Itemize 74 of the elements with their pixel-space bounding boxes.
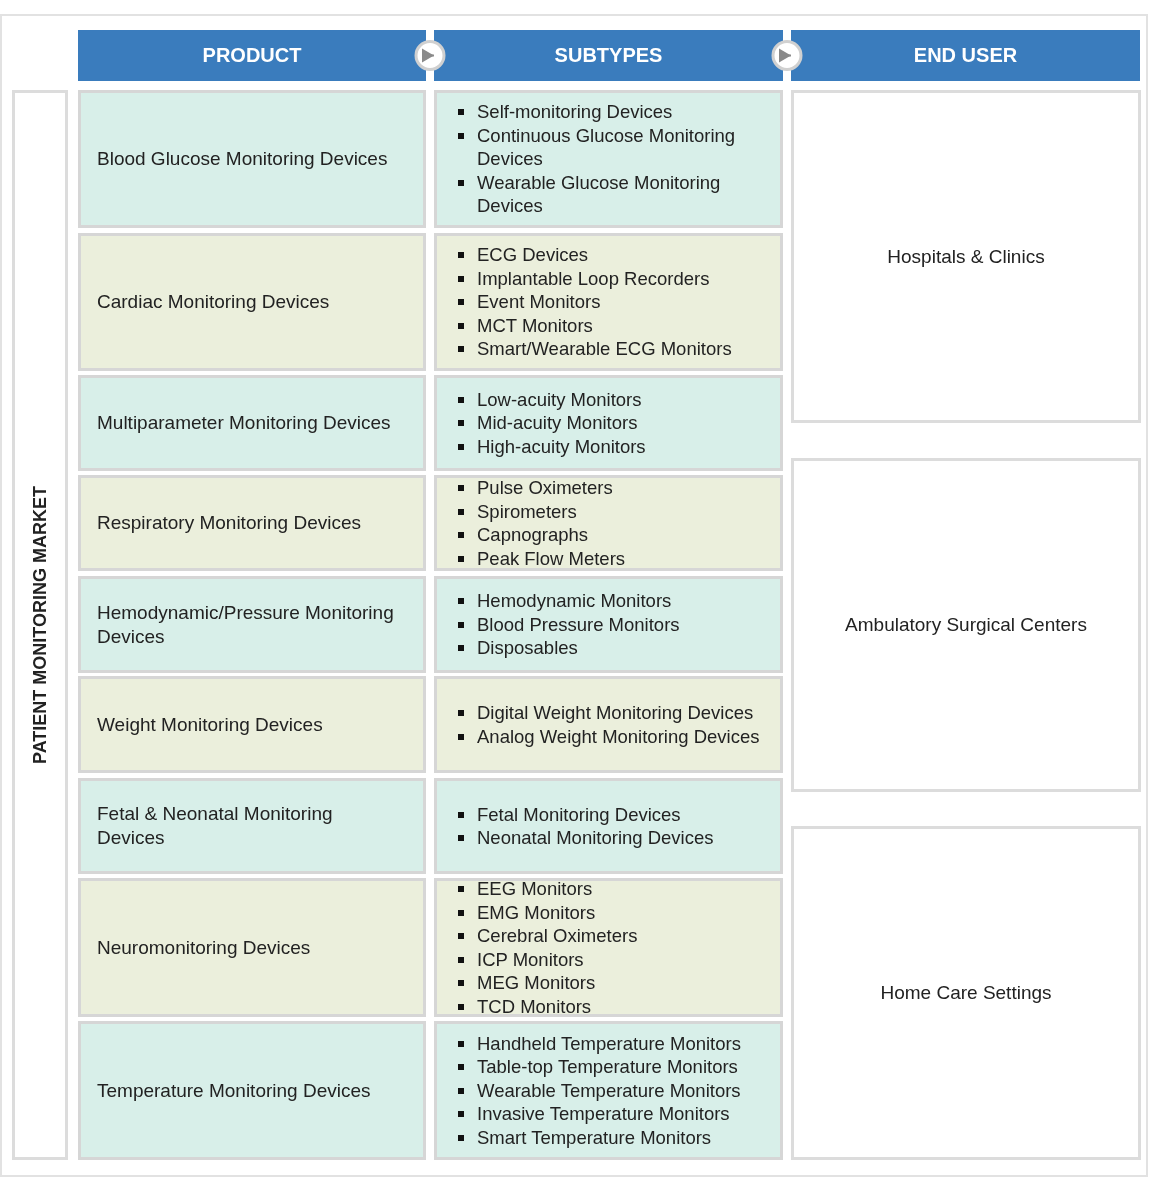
list-item: Pulse Oximeters (477, 477, 613, 498)
list-item: Table-top Temperature Monitors (477, 1056, 738, 1078)
list-item: Digital Weight Monitoring Devices (477, 702, 754, 723)
list-item: Self-monitoring Devices (477, 101, 673, 123)
category-label: Neuromonitoring Devices (97, 935, 311, 960)
end-user-label: Home Care Settings (880, 982, 1052, 1004)
subtype-box (434, 778, 783, 874)
subtype-box (434, 233, 783, 371)
list-item: Event Monitors (477, 291, 601, 313)
list-item: MCT Monitors (477, 314, 593, 336)
list-item: EMG Monitors (477, 901, 596, 923)
list-item: Continuous Glucose Monitoring Devices (477, 124, 736, 170)
list-item: Fetal Monitoring Devices (477, 803, 681, 825)
category-label: Fetal & Neonatal Monitoring Devices (97, 802, 334, 850)
list-item: Spirometers (477, 500, 577, 522)
list-item: ICP Monitors (477, 948, 584, 970)
end-user-label: Hospitals & Clinics (887, 245, 1045, 268)
list-item: Handheld Temperature Monitors (477, 1032, 741, 1054)
category-label: Multiparameter Monitoring Devices (97, 411, 391, 435)
category-label: Respiratory Monitoring Devices (97, 511, 361, 535)
list-item: TCD Monitors (477, 995, 592, 1017)
subtype-box (434, 375, 783, 471)
list-item: Low-acuity Monitors (477, 388, 642, 410)
subtype-box (434, 676, 783, 773)
list-item: Cerebral Oximeters (477, 925, 638, 946)
list-item: MEG Monitors (477, 972, 596, 993)
category-box (78, 878, 426, 1017)
vertical-label: PATIENT MONITORING MARKET (29, 486, 51, 764)
side-band (12, 90, 68, 1160)
list-item: Neonatal Monitoring Devices (477, 827, 714, 848)
category-box (78, 676, 426, 773)
header-label: PRODUCT (202, 44, 302, 67)
list-item: High-acuity Monitors (477, 435, 646, 457)
header-label: SUBTYPES (554, 44, 663, 67)
list-item: Hemodynamic Monitors (477, 590, 672, 612)
end-user-label: Ambulatory Surgical Centers (845, 614, 1087, 636)
category-label: Weight Monitoring Devices (97, 712, 323, 737)
subtype-box (434, 475, 783, 571)
end-user-box (791, 826, 1141, 1160)
list-item: Invasive Temperature Monitors (477, 1103, 730, 1125)
category-box (78, 475, 426, 571)
list-item: Analog Weight Monitoring Devices (477, 725, 760, 747)
list-item: Capnographs (477, 524, 589, 545)
list-item: Smart/Wearable ECG Monitors (477, 338, 732, 360)
category-box (78, 1021, 426, 1160)
header-bar (791, 30, 1140, 81)
subtype-box (434, 878, 783, 1017)
subtype-box (434, 90, 783, 228)
header-bar (78, 30, 426, 81)
end-user-box (791, 458, 1141, 792)
list-item: Wearable Temperature Monitors (477, 1079, 741, 1101)
category-box (78, 233, 426, 371)
end-user-box (791, 90, 1141, 423)
subtype-box (434, 1021, 783, 1160)
header-label: END USER (913, 44, 1018, 67)
list-item: Blood Pressure Monitors (477, 613, 680, 635)
category-box (78, 576, 426, 673)
header-bar (434, 30, 783, 81)
category-label: Blood Glucose Monitoring Devices (97, 147, 388, 171)
category-label: Cardiac Monitoring Devices (97, 290, 330, 314)
list-item: Wearable Glucose Monitoring Devices (477, 171, 721, 217)
category-box (78, 778, 426, 874)
list-item: Implantable Loop Recorders (477, 267, 710, 289)
list-item: ECG Devices (477, 244, 589, 266)
list-item: Mid-acuity Monitors (477, 412, 638, 434)
category-box (78, 375, 426, 471)
list-item: Disposables (477, 637, 578, 659)
subtype-box (434, 576, 783, 673)
category-box (78, 90, 426, 228)
category-label: Temperature Monitoring Devices (97, 1078, 371, 1103)
list-item: Smart Temperature Monitors (477, 1126, 712, 1148)
list-item: EEG Monitors (477, 878, 593, 899)
category-label: Hemodynamic/Pressure Monitoring Devices (97, 600, 395, 649)
list-item: Peak Flow Meters (477, 547, 626, 569)
